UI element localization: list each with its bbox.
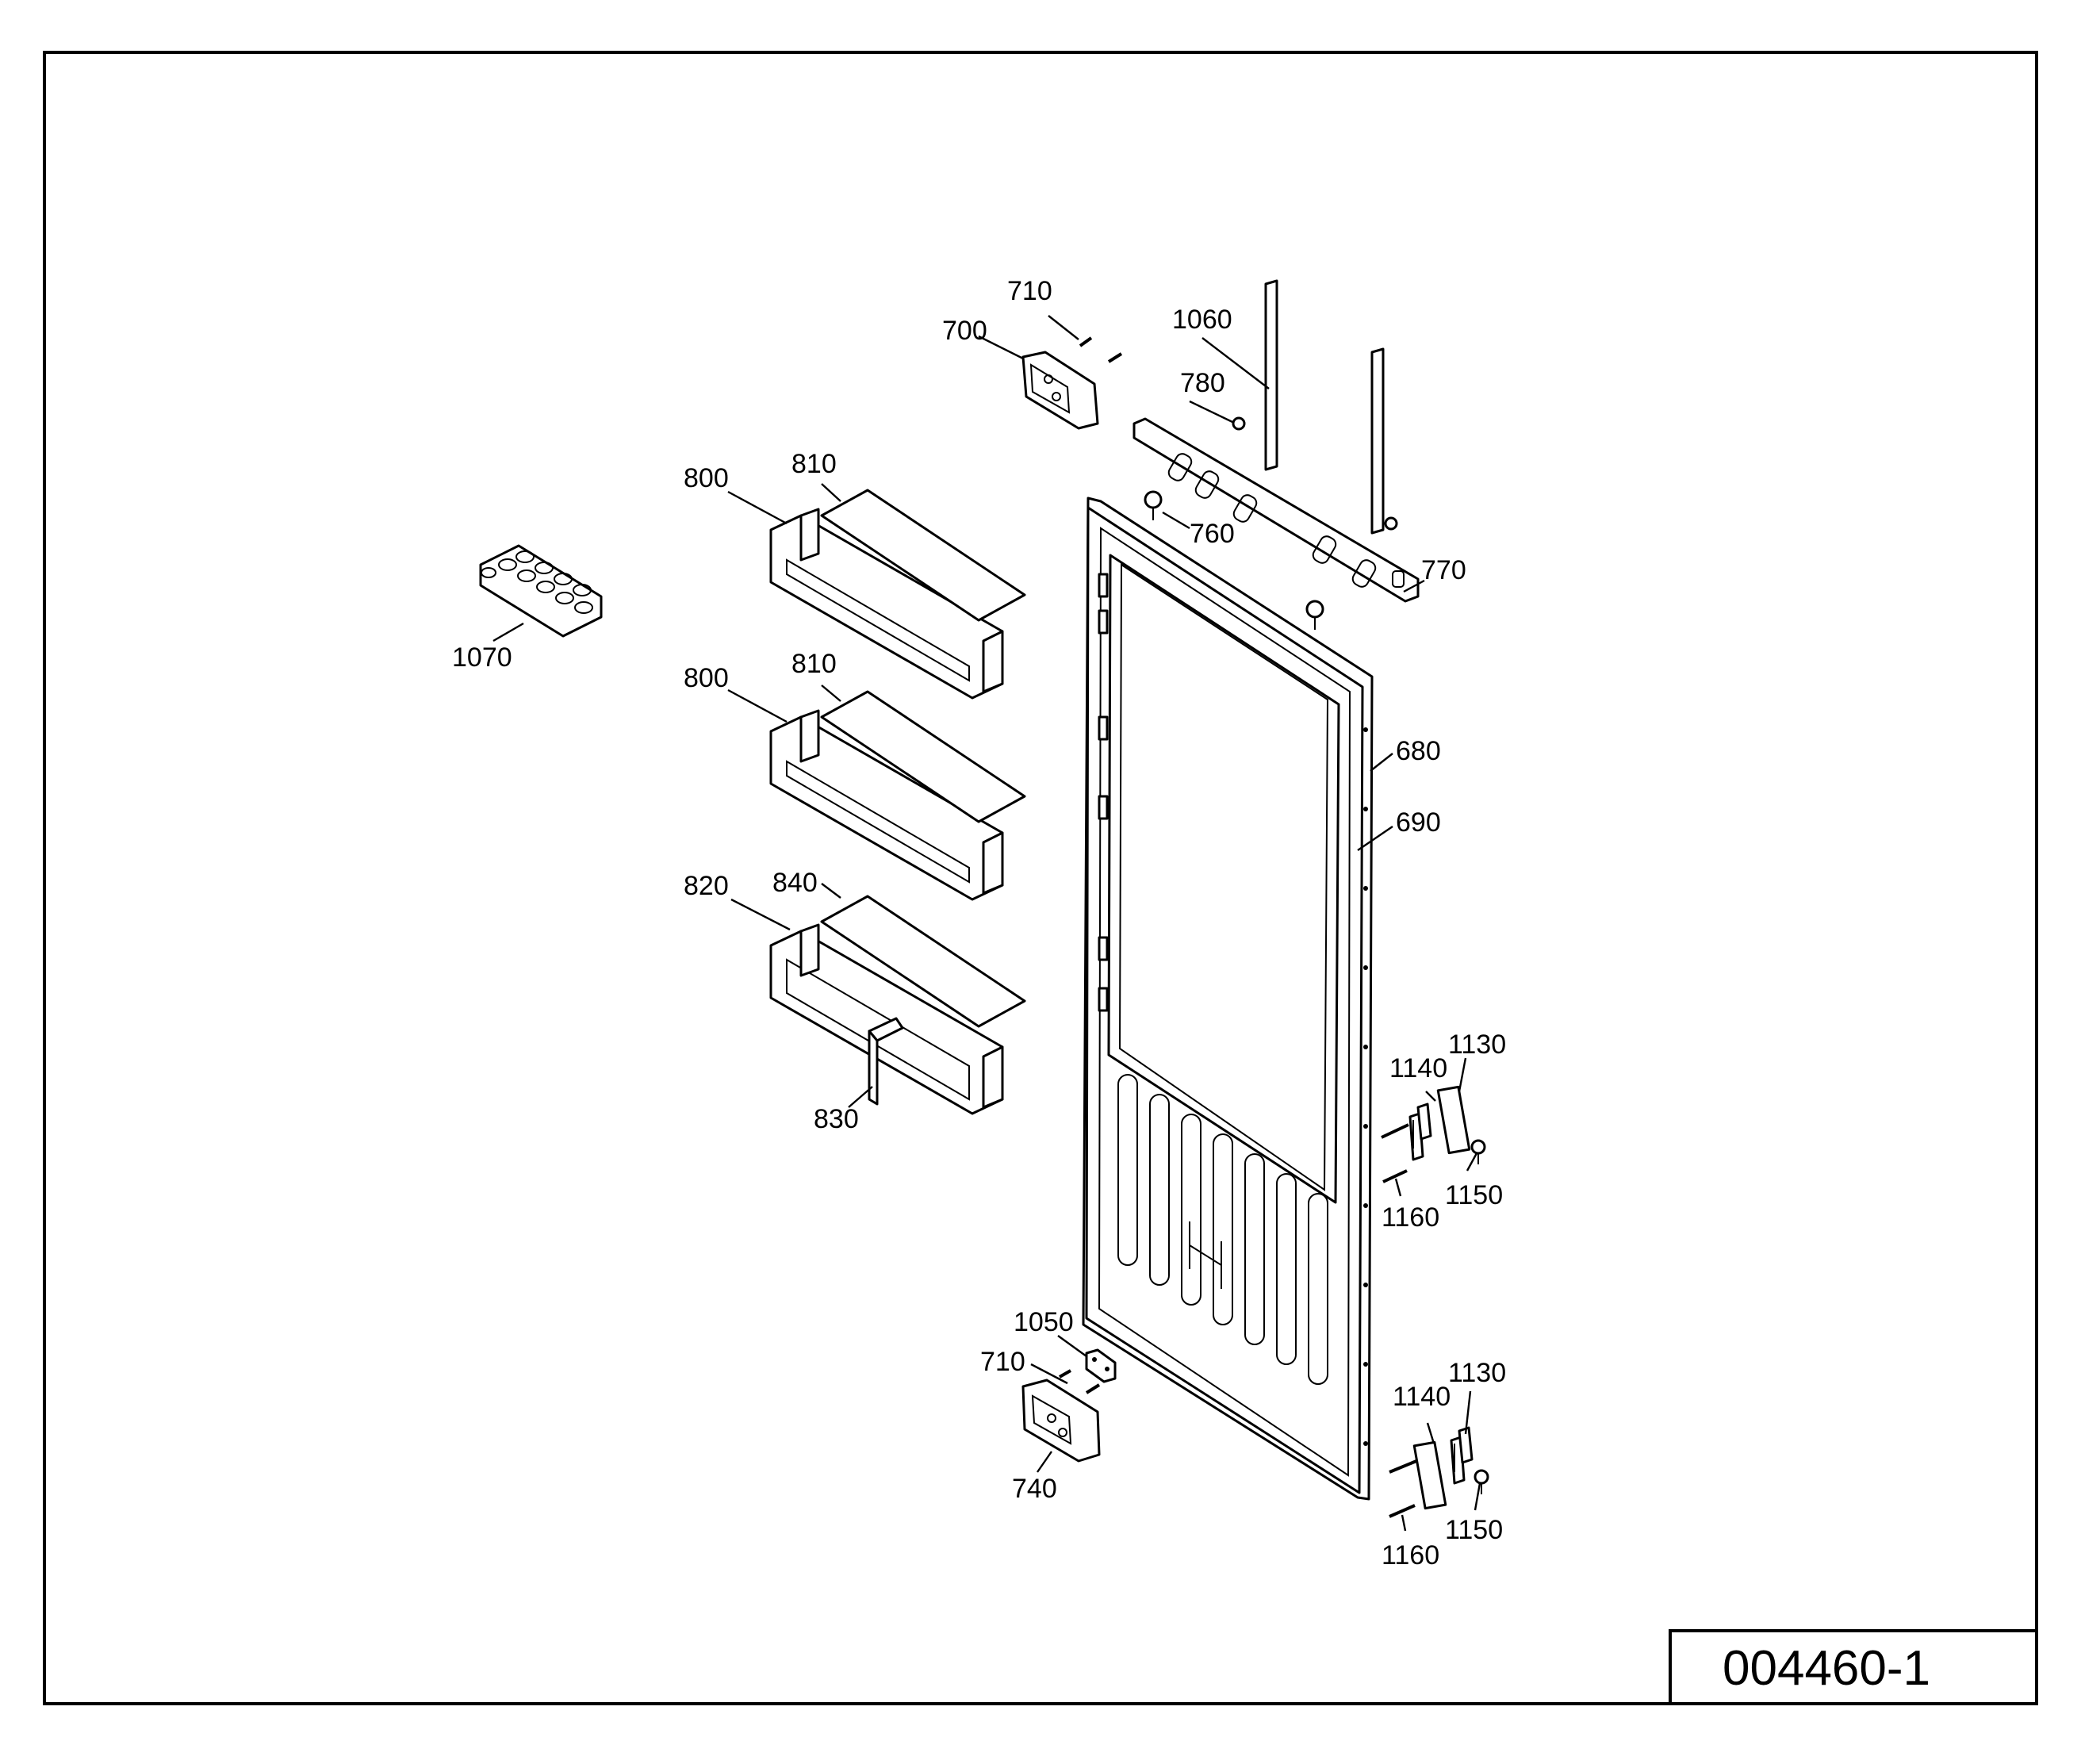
callout-labels: 710 700 1060 780 760 770 800 810 800 810… [452, 276, 1506, 1570]
hinge-740 [1021, 1369, 1101, 1463]
callout-800-mid: 800 [684, 663, 729, 693]
callout-770: 770 [1421, 555, 1466, 585]
callout-710-bottom: 710 [980, 1347, 1025, 1377]
shelf-insert-810-top [820, 489, 1026, 622]
hinge-cover-1050 [1085, 1348, 1117, 1383]
callout-810-top: 810 [791, 449, 837, 479]
door-assembly [1082, 497, 1374, 1501]
callout-1130-upper: 1130 [1448, 1030, 1506, 1060]
title-block: 004460-1 [1669, 1629, 2038, 1705]
callout-800-top: 800 [684, 463, 729, 493]
callout-1140-upper: 1140 [1389, 1053, 1447, 1083]
latch-set-upper [1381, 1085, 1486, 1183]
shelf-divider-830 [868, 1017, 904, 1106]
callout-760: 760 [1190, 519, 1235, 549]
callout-840: 840 [772, 868, 818, 898]
callout-700: 700 [942, 316, 987, 346]
callout-780: 780 [1180, 368, 1225, 398]
latch-set-lower [1389, 1426, 1489, 1518]
callout-680: 680 [1396, 736, 1441, 766]
door-shelf-800-top [769, 508, 1004, 700]
shelf-insert-810-mid [820, 690, 1026, 823]
callout-1140-lower: 1140 [1393, 1382, 1451, 1412]
drawing-code: 004460-1 [1723, 1641, 1930, 1696]
callout-820: 820 [684, 871, 729, 901]
hinge-700 [1021, 336, 1123, 430]
callout-1050: 1050 [1014, 1307, 1074, 1337]
callout-710-top: 710 [1007, 276, 1052, 306]
callout-690: 690 [1396, 807, 1441, 838]
callout-810-mid: 810 [791, 649, 837, 679]
callout-1160-lower: 1160 [1382, 1540, 1439, 1570]
callout-1060: 1060 [1172, 305, 1232, 335]
callout-1160-upper: 1160 [1382, 1202, 1439, 1233]
callout-740: 740 [1012, 1474, 1057, 1504]
screws-760-780 [1144, 416, 1398, 630]
callout-1150-upper: 1150 [1445, 1180, 1503, 1210]
rod-1060 [1264, 279, 1385, 535]
callout-1130-lower: 1130 [1448, 1358, 1506, 1388]
leader-lines [492, 315, 1481, 1532]
door-shelf-800-mid [769, 709, 1004, 901]
shelf-insert-840 [820, 895, 1026, 1028]
callout-1150-lower: 1150 [1445, 1515, 1503, 1545]
drawing-frame [43, 51, 2038, 1705]
callout-830: 830 [814, 1104, 859, 1134]
hinge-plate-770 [1132, 417, 1420, 603]
callout-1070: 1070 [452, 642, 512, 673]
egg-tray-1070 [479, 544, 603, 638]
